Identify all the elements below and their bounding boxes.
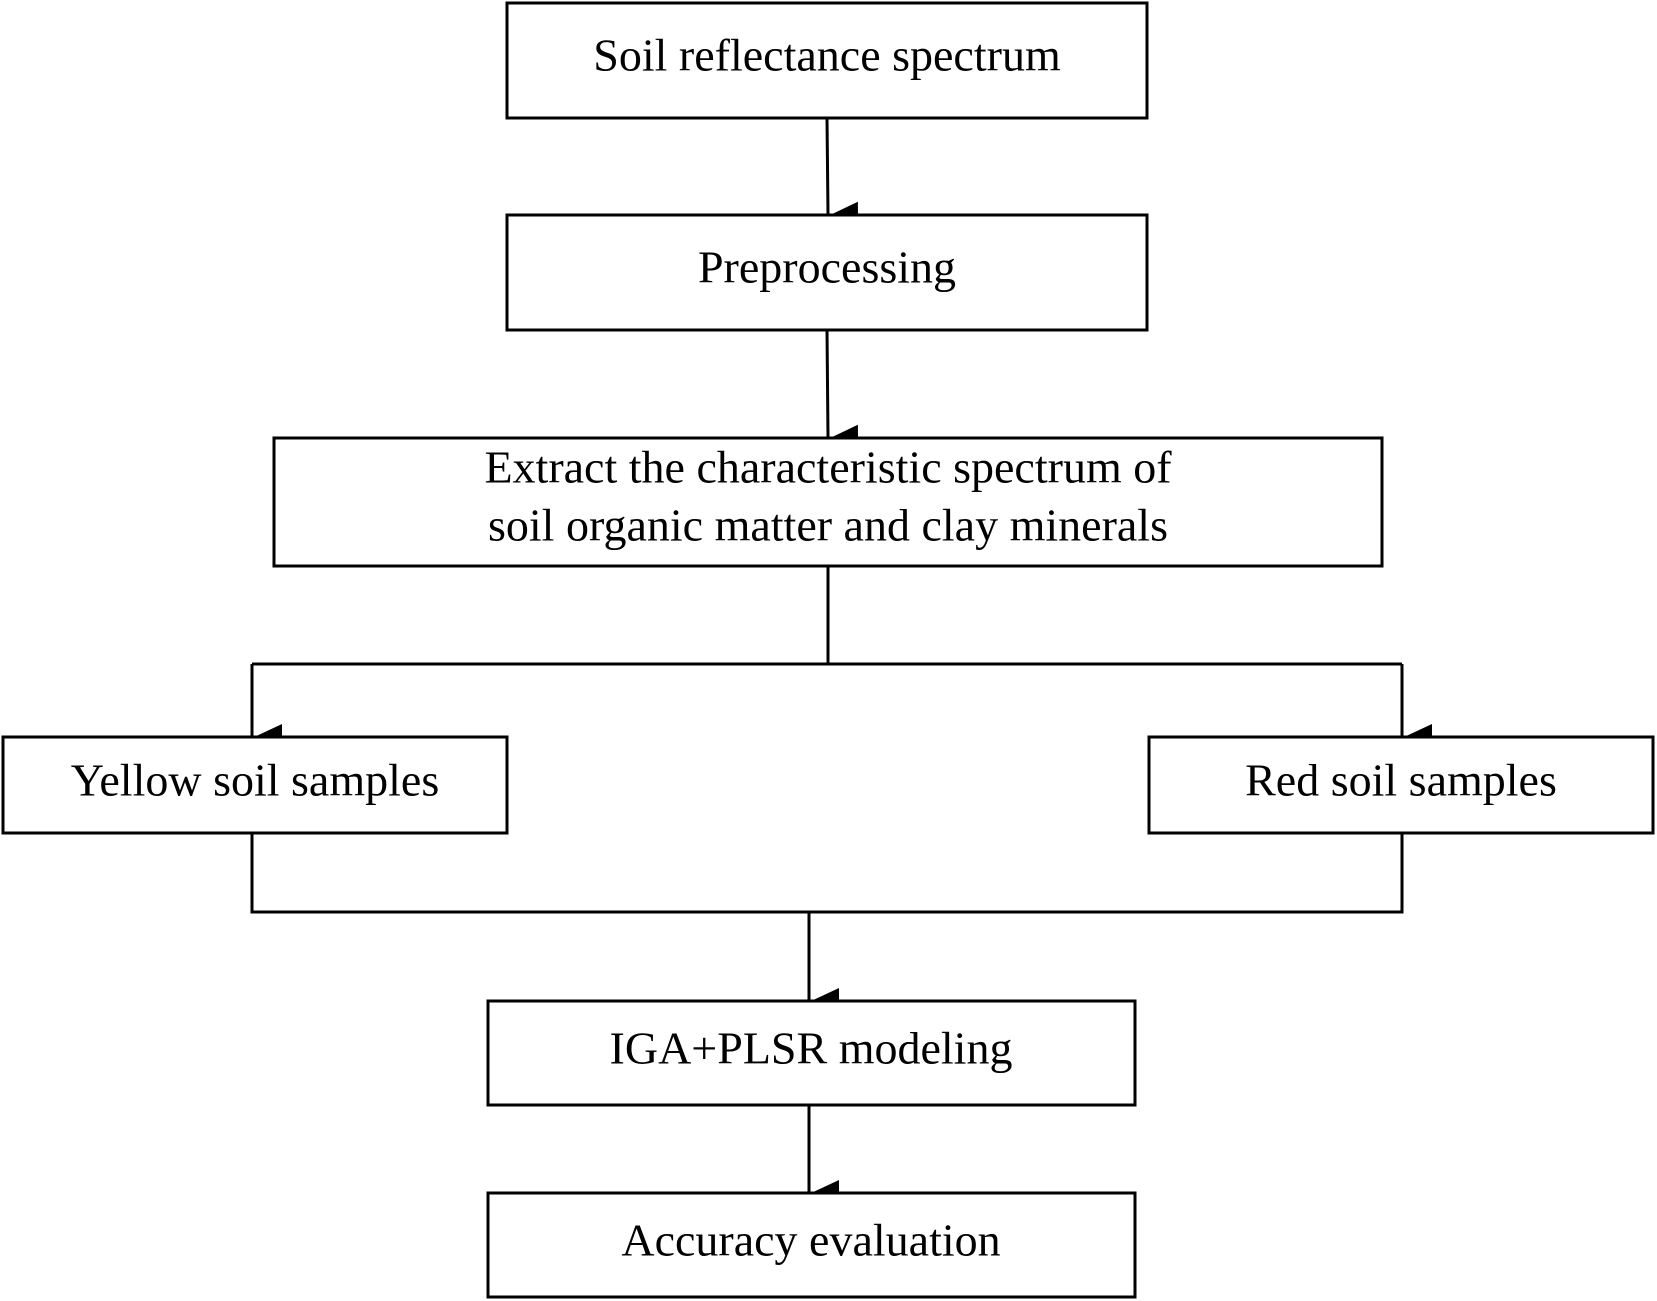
arrow-preprocessing-to-extract xyxy=(825,329,859,453)
node-accuracy-evaluation: Accuracy evaluation xyxy=(486,1191,1137,1299)
node-modeling-label: IGA+PLSR modeling xyxy=(610,1023,1013,1074)
node-preprocessing-label: Preprocessing xyxy=(698,242,956,293)
node-yellow-soil-label: Yellow soil samples xyxy=(71,755,439,806)
node-extract-characteristic-spectrum: Extract the characteristic spectrum of s… xyxy=(272,436,1384,568)
node-accuracy-label: Accuracy evaluation xyxy=(621,1215,1000,1266)
node-red-soil-samples: Red soil samples xyxy=(1147,735,1655,835)
node-iga-plsr-modeling: IGA+PLSR modeling xyxy=(486,999,1137,1107)
node-soil-reflectance-label: Soil reflectance spectrum xyxy=(593,30,1061,81)
node-yellow-soil-samples: Yellow soil samples xyxy=(1,735,509,835)
node-preprocessing: Preprocessing xyxy=(505,213,1149,332)
merge-connector xyxy=(250,833,1404,914)
node-soil-reflectance-spectrum: Soil reflectance spectrum xyxy=(505,1,1149,120)
node-extract-label-line1: Extract the characteristic spectrum of xyxy=(484,442,1172,493)
arrow-reflectance-to-preprocessing xyxy=(825,117,859,230)
node-extract-label-line2: soil organic matter and clay minerals xyxy=(488,500,1168,551)
node-red-soil-label: Red soil samples xyxy=(1245,755,1557,806)
